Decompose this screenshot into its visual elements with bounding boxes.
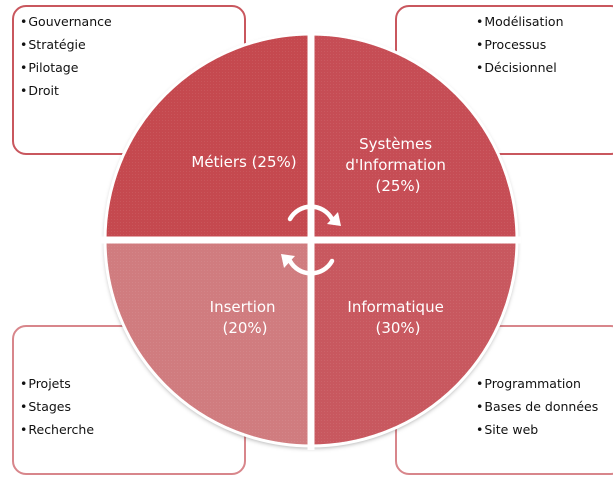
card-list-systemes: Modélisation Processus Décisionnel <box>476 10 564 79</box>
list-item: Pilotage <box>20 56 112 79</box>
list-item: Bases de données <box>476 395 598 418</box>
wheel-rim <box>103 32 519 448</box>
quadrant-label-metiers: Métiers (25%) <box>191 153 296 171</box>
list-item: Droit <box>20 79 112 102</box>
quadrant-label-systemes: Systèmes d'Information (25%) <box>345 135 450 195</box>
list-item: Processus <box>476 33 564 56</box>
quadrant-label-insertion: Insertion (20%) <box>210 298 281 337</box>
list-item: Programmation <box>476 372 598 395</box>
list-item: Gouvernance <box>20 10 111 33</box>
list-item: Décisionnel <box>476 56 564 79</box>
card-list-insertion: Projets Stages Recherche <box>20 372 94 441</box>
cycle-arrows-icon <box>287 204 335 276</box>
list-item: Projets <box>20 372 94 395</box>
card-list-metiers: Gouvernance Stratégie Pilotage Droit <box>20 10 112 102</box>
list-item: Stratégie <box>20 33 112 56</box>
list-item: Modélisation <box>476 10 563 33</box>
card-list-informatique: Programmation Bases de données Site web <box>476 372 598 441</box>
list-item: Recherche <box>20 418 94 441</box>
quadrant-label-informatique: Informatique (30%) <box>347 298 448 337</box>
arrow-heads <box>281 212 341 268</box>
list-item: Stages <box>20 395 94 418</box>
list-item: Site web <box>476 418 598 441</box>
